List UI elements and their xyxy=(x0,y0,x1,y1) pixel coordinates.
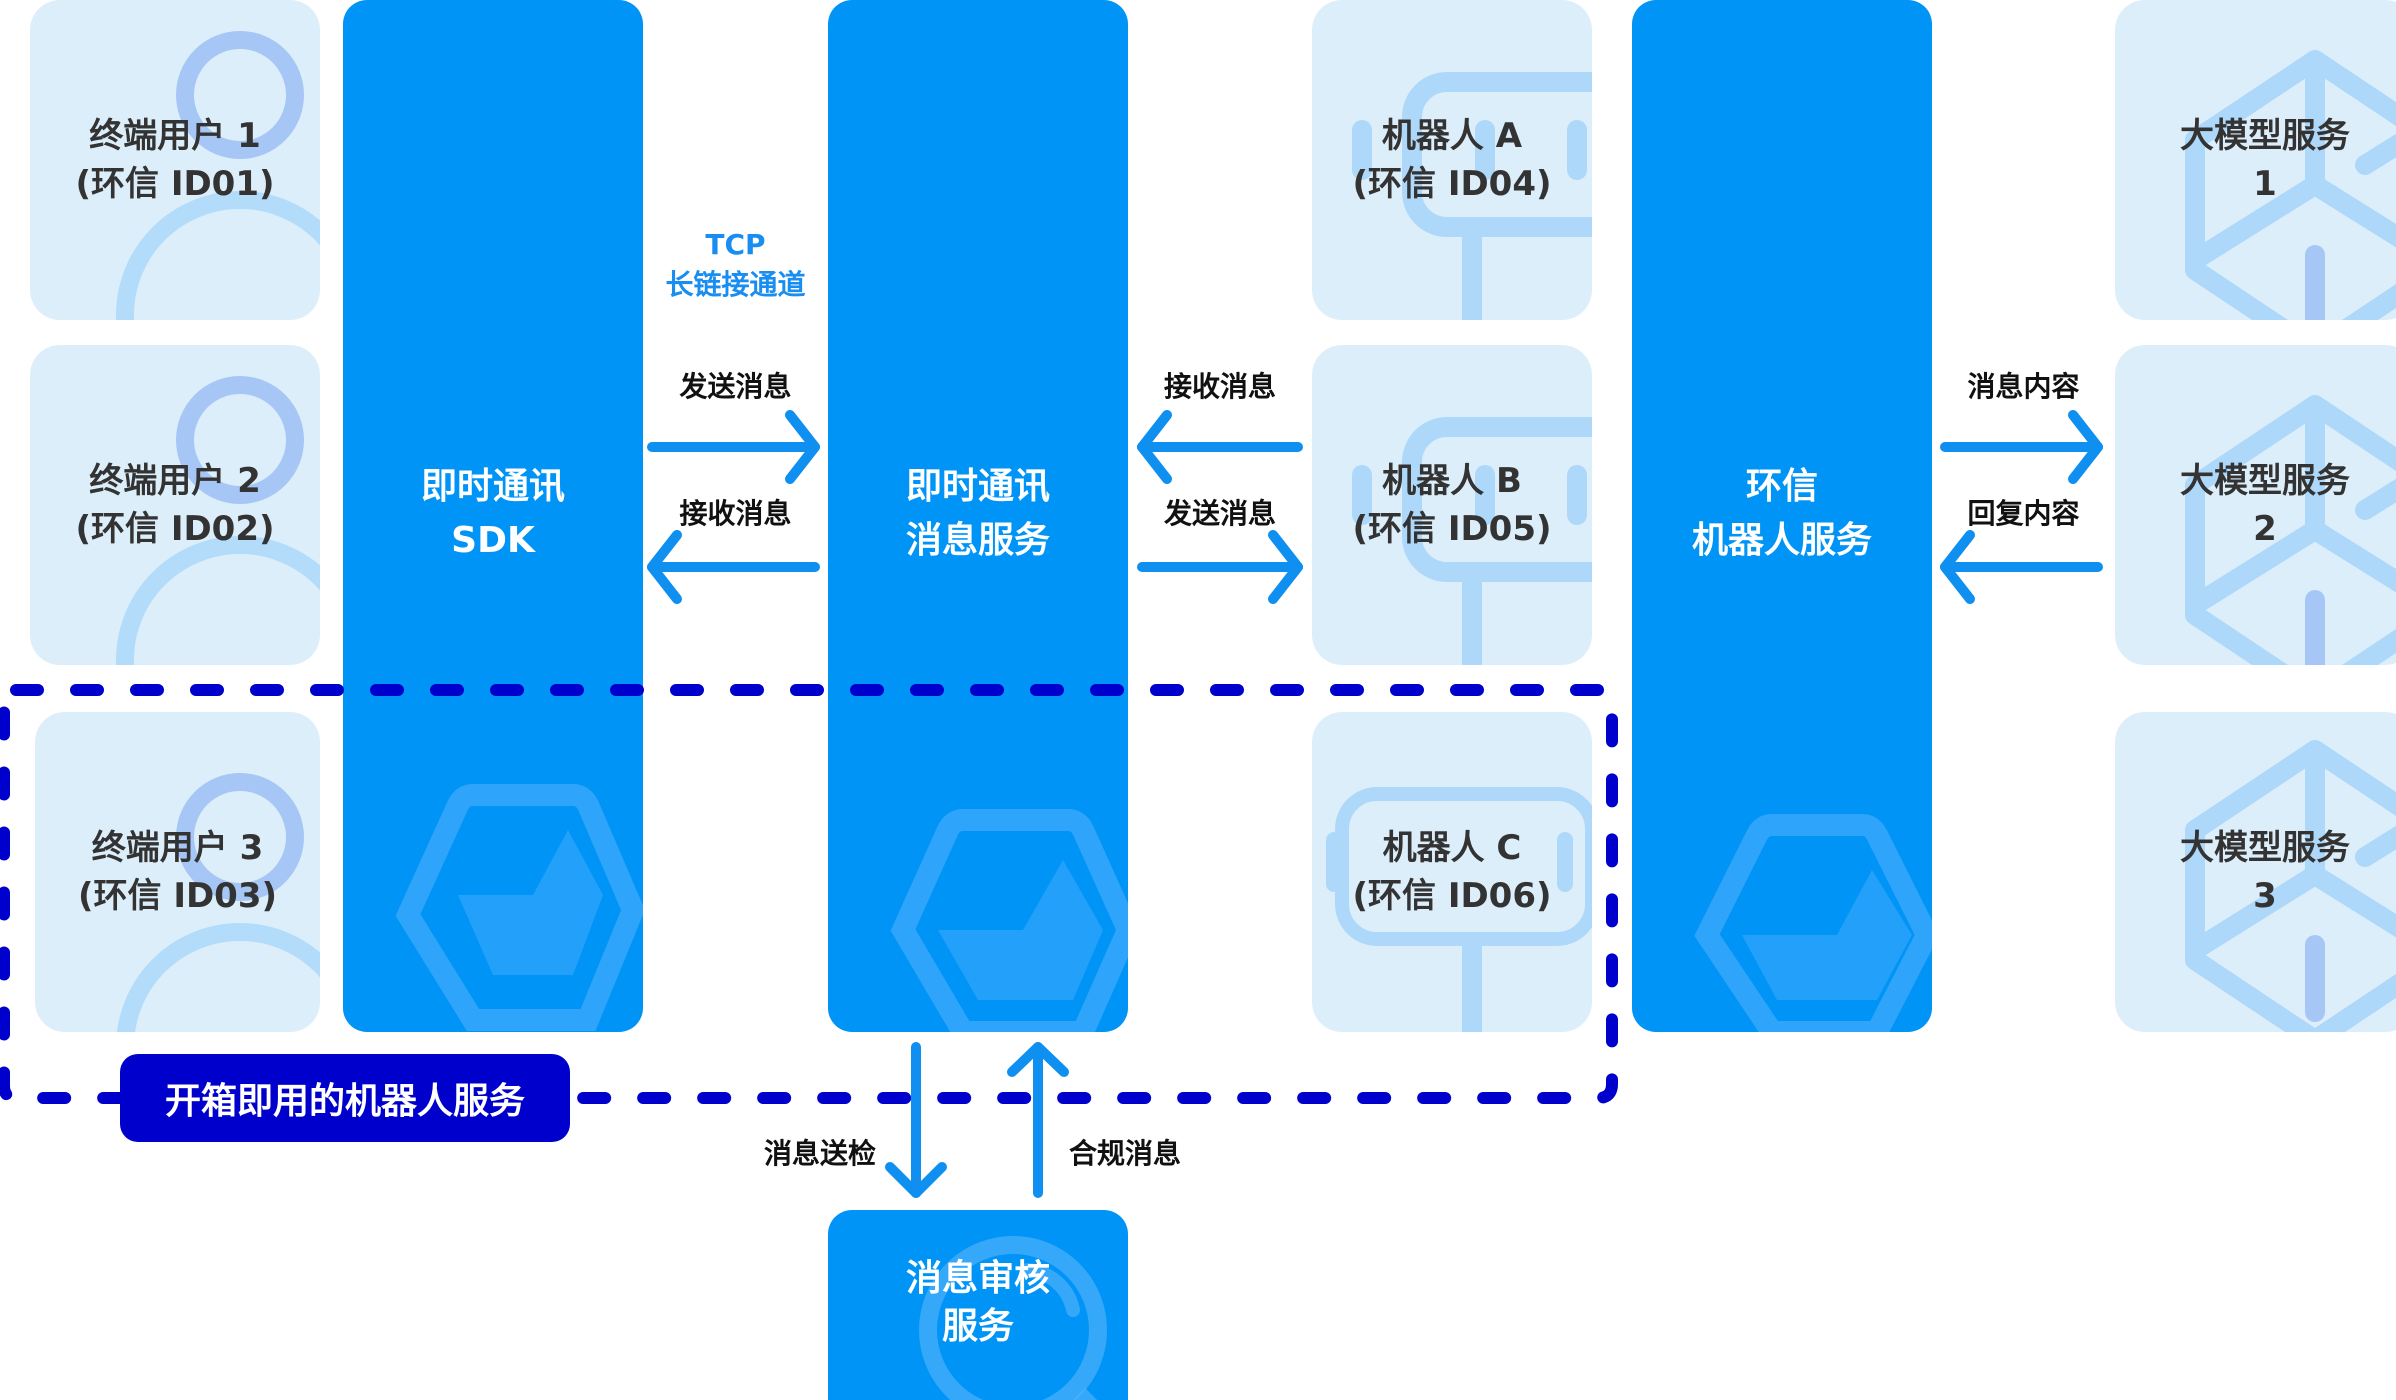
robot-service-title: 环信 xyxy=(1745,466,1818,507)
robot-name: 机器人 C xyxy=(1382,828,1522,868)
end-user-id: (环信 ID02) xyxy=(75,509,275,549)
magnifier-icon xyxy=(919,1236,1107,1400)
audit-title: 消息审核 xyxy=(905,1258,1050,1299)
arrow-im-to-robot-send xyxy=(1137,530,1303,604)
arrow-audit-to-im xyxy=(1007,1042,1069,1198)
arrow-robot-to-im-receive xyxy=(1137,410,1303,484)
label-reply-content: 回复内容 xyxy=(1967,497,2080,530)
llm-service-name: 大模型服务 xyxy=(2180,116,2350,156)
llm-service-card-3: 大模型服务 3 xyxy=(2115,712,2396,1032)
im-message-service-block: 即时通讯消息服务 xyxy=(828,0,1128,1032)
label-robot-receive: 接收消息 xyxy=(1163,370,1276,403)
label-sdk-receive: 接收消息 xyxy=(679,497,792,530)
llm-service-name: 大模型服务 xyxy=(2180,828,2350,868)
hexagon-logo-icon xyxy=(395,784,643,1031)
hexagon-logo-icon xyxy=(890,809,1128,1032)
llm-service-index: 2 xyxy=(2253,509,2277,549)
end-user-id: (环信 ID03) xyxy=(77,876,278,916)
end-user-name: 终端用户 2 xyxy=(89,461,261,501)
llm-service-name: 大模型服务 xyxy=(2180,461,2350,501)
robot-card-b: 机器人 B (环信 ID05) xyxy=(1312,345,1592,665)
sdk-subtitle: SDK xyxy=(451,520,535,561)
label-sdk-send: 发送消息 xyxy=(679,370,792,403)
label-audit-send: 消息送检 xyxy=(763,1137,876,1170)
tcp-channel-label: TCP 长链接通道 xyxy=(643,225,828,305)
im-service-title: 即时通讯 xyxy=(905,466,1050,507)
label-audit-return: 合规消息 xyxy=(1068,1137,1181,1170)
robot-name: 机器人 A xyxy=(1381,116,1523,156)
cube-icon xyxy=(2185,395,2396,665)
cube-icon xyxy=(2185,50,2396,320)
robot-service-subtitle: 机器人服务 xyxy=(1691,520,1872,561)
robot-card-c: 机器人 C (环信 ID06) xyxy=(1312,712,1592,1032)
arrow-sdk-to-im-send xyxy=(647,410,820,484)
llm-service-card-1: 大模型服务 1 xyxy=(2115,0,2396,320)
robot-card-a: 机器人 A (环信 ID04) xyxy=(1312,0,1592,320)
sdk-title: 即时通讯 xyxy=(420,466,565,507)
arrow-im-to-audit xyxy=(885,1042,947,1198)
user-icon xyxy=(116,31,320,320)
label-message-content: 消息内容 xyxy=(1967,370,2080,403)
robot-id: (环信 ID05) xyxy=(1352,509,1552,549)
robot-icon xyxy=(1352,417,1592,665)
llm-service-index: 1 xyxy=(2253,164,2277,204)
llm-service-index: 3 xyxy=(2253,876,2277,916)
end-user-name: 终端用户 1 xyxy=(89,116,261,156)
end-user-name: 终端用户 3 xyxy=(91,828,264,868)
label-robot-send: 发送消息 xyxy=(1163,497,1276,530)
user-icon xyxy=(116,376,320,665)
robot-name: 机器人 B xyxy=(1382,461,1522,501)
robot-icon xyxy=(1352,72,1592,320)
end-user-card-2: 终端用户 2 (环信 ID02) xyxy=(30,345,320,665)
robot-service-block: 环信机器人服务 xyxy=(1632,0,1932,1032)
llm-service-card-2: 大模型服务 2 xyxy=(2115,345,2396,665)
end-user-card-3: 终端用户 3 (环信 ID03) xyxy=(35,712,320,1032)
tcp-label-line1: TCP xyxy=(705,228,766,261)
robot-id: (环信 ID04) xyxy=(1352,164,1552,204)
audit-subtitle: 服务 xyxy=(941,1306,1014,1347)
robot-id: (环信 ID06) xyxy=(1352,876,1552,916)
user-icon xyxy=(116,773,320,1032)
group-label-badge: 开箱即用的机器人服务 xyxy=(120,1054,570,1142)
tcp-label-line2: 长链接通道 xyxy=(665,268,806,301)
im-sdk-block: 即时通讯 SDK xyxy=(343,0,643,1032)
robot-service-group-border xyxy=(0,684,1618,1104)
im-service-subtitle: 消息服务 xyxy=(905,520,1050,561)
robot-icon xyxy=(1326,787,1592,1032)
end-user-card-1: 终端用户 1 (环信 ID01) xyxy=(30,0,320,320)
end-user-id: (环信 ID01) xyxy=(75,164,275,204)
message-audit-service-block: 消息审核服务 xyxy=(828,1210,1128,1400)
hexagon-logo-icon xyxy=(1694,814,1932,1032)
arrow-llm-to-robot-service xyxy=(1940,530,2103,604)
cube-icon xyxy=(2185,740,2396,1032)
arrow-robot-service-to-llm xyxy=(1940,410,2103,484)
arrow-im-to-sdk-receive xyxy=(647,530,820,604)
